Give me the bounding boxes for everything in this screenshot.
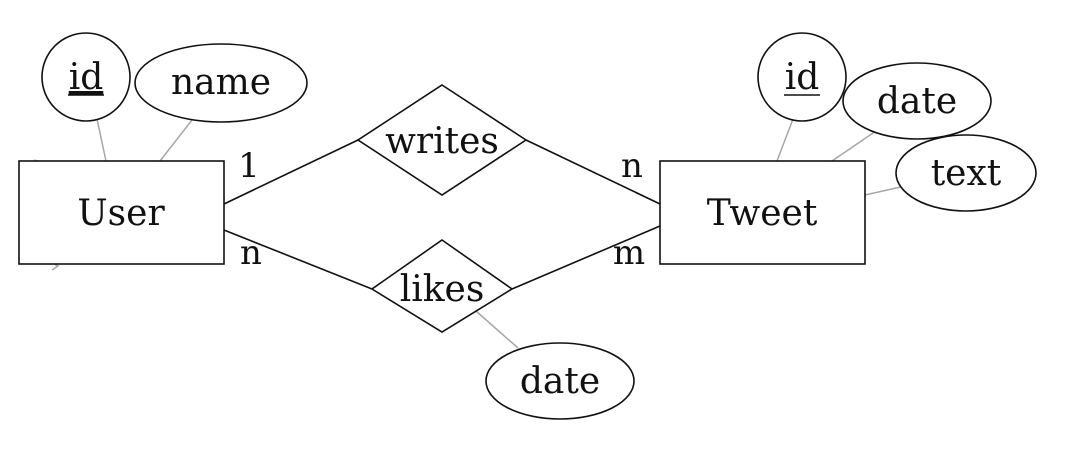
user-id-connector: [96, 118, 107, 162]
likes-date-attribute: date: [485, 342, 635, 420]
likes-label: likes: [400, 269, 485, 310]
user-entity-box: [18, 160, 225, 265]
tweet-id-circle: [757, 32, 847, 122]
user-entity-label: User: [77, 193, 165, 234]
likes-diamond: [370, 239, 514, 333]
user-id-circle: [41, 32, 131, 122]
writes-tweet-connector: [525, 139, 661, 205]
tweet-date-attribute: date: [842, 62, 992, 140]
tweet-date-connector: [831, 130, 877, 162]
likes-date-connector: [475, 310, 519, 349]
writes-relationship: writes: [356, 84, 528, 196]
tweet-text-ellipse: [895, 134, 1037, 212]
writes-tweet-cardinality: n: [621, 146, 643, 186]
user-likes-connector: [223, 229, 373, 290]
writes-user-cardinality: 1: [238, 146, 260, 186]
tweet-id-attribute: id: [757, 32, 847, 122]
tweet-date-label: date: [877, 81, 957, 122]
user-name-ellipse: [134, 43, 308, 123]
tweet-id-connector: [776, 118, 794, 162]
likes-tweet-cardinality: m: [613, 233, 645, 273]
user-name-label: name: [171, 62, 271, 103]
likes-date-label: date: [520, 361, 600, 402]
likes-user-cardinality: n: [240, 233, 262, 273]
tweet-entity-box: [659, 160, 866, 265]
writes-diamond: [356, 84, 528, 196]
tweet-date-ellipse: [842, 62, 992, 140]
likes-tweet-connector: [511, 225, 661, 290]
tweet-entity: Tweet: [659, 160, 866, 265]
writes-label: writes: [385, 121, 499, 162]
tweet-id-label: id: [785, 57, 820, 98]
tweet-text-label: text: [931, 153, 1002, 194]
user-entity: User: [18, 160, 225, 265]
user-name-connector: [159, 119, 193, 162]
user-id-attribute: id: [41, 32, 131, 122]
user-writes-connector: [223, 139, 359, 205]
tweet-text-connector: [864, 185, 906, 196]
likes-date-ellipse: [485, 342, 635, 420]
user-name-attribute: name: [134, 43, 308, 123]
user-id-label: id: [69, 57, 104, 98]
likes-relationship: likes: [370, 239, 514, 333]
tweet-text-attribute: text: [895, 134, 1037, 212]
tweet-entity-label: Tweet: [707, 193, 818, 234]
